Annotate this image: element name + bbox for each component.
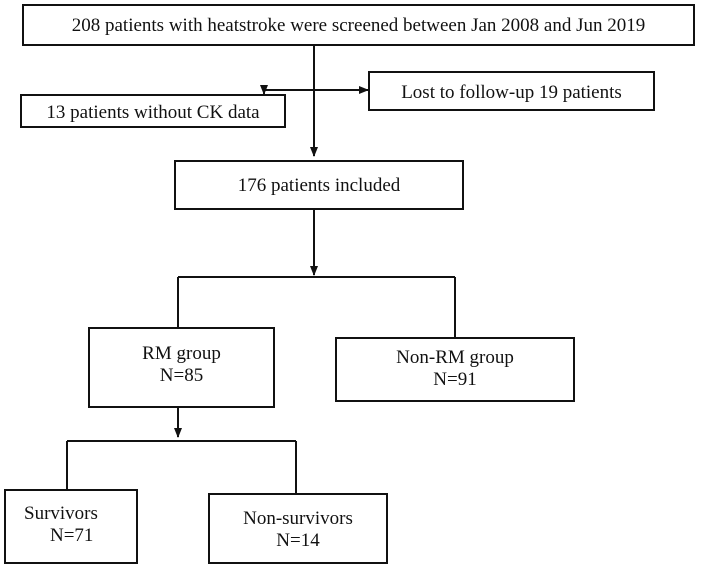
rm-group-name: RM group (142, 343, 221, 364)
survivors-count: N=71 (50, 524, 94, 546)
included-box: 176 patients included (174, 160, 464, 210)
lost-followup-label: Lost to follow-up 19 patients (401, 82, 622, 103)
non-survivors-name: Non-survivors (243, 508, 353, 529)
screened-label: 208 patients with heatstroke were screen… (71, 15, 646, 36)
non-survivors-count: N=14 (276, 529, 320, 551)
included-label: 176 patients included (237, 175, 401, 196)
non-rm-group-box: Non-RM group N=91 (335, 337, 575, 402)
rm-group-count: N=85 (159, 364, 204, 386)
screened-box: 208 patients with heatstroke were screen… (22, 4, 695, 46)
without-ck-label: 13 patients without CK data (46, 102, 260, 123)
rm-group-box: RM group N=85 (88, 327, 275, 408)
survivors-name: Survivors (24, 503, 98, 524)
non-rm-group-name: Non-RM group (396, 347, 514, 368)
without-ck-box: 13 patients without CK data (20, 94, 286, 128)
lost-followup-box: Lost to follow-up 19 patients (368, 71, 655, 111)
survivors-box: Survivors N=71 (4, 489, 138, 564)
non-rm-group-count: N=91 (433, 368, 477, 390)
non-survivors-box: Non-survivors N=14 (208, 493, 388, 564)
